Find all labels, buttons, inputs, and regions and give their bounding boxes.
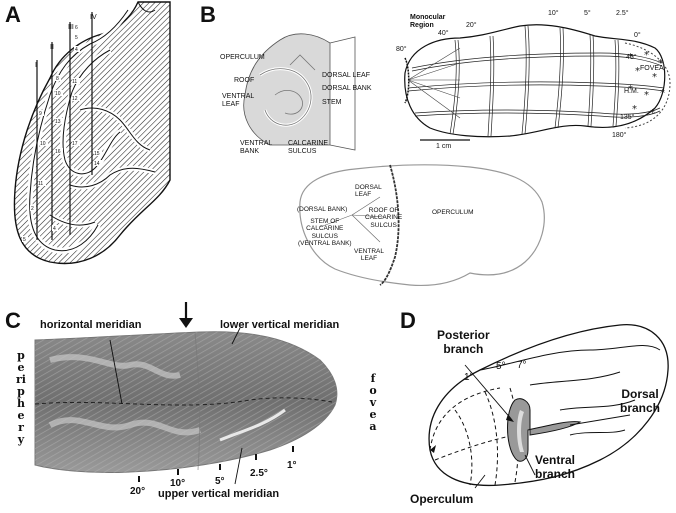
b-calcarine-sulcus-label: CALCARINE SULCUS bbox=[288, 140, 329, 155]
c-periphery-label: periphery bbox=[16, 349, 26, 446]
b-deg-45: 45° bbox=[626, 54, 637, 61]
c-lower-vertical-meridian-label: lower vertical meridian bbox=[220, 319, 340, 331]
svg-text:6: 6 bbox=[75, 25, 78, 31]
svg-text:12: 12 bbox=[72, 96, 78, 102]
c-deg-2-5: 2.5° bbox=[250, 468, 268, 479]
c-deg-1: 1° bbox=[287, 460, 297, 471]
d-operculum-label: Operculum bbox=[410, 492, 474, 506]
b-scale-label: 1 cm bbox=[436, 143, 452, 150]
b-deg-80: 80° bbox=[396, 46, 407, 53]
b-dorsal-bank-label: DORSAL BANK bbox=[322, 85, 372, 92]
d-dorsal-branch-label: Dorsal branch bbox=[620, 387, 661, 415]
b-ventral-leaf-label: VENTRAL LEAF bbox=[222, 93, 255, 108]
svg-text:*: * bbox=[650, 108, 655, 119]
svg-text:11: 11 bbox=[72, 79, 77, 85]
panel-b-flatmap-grid: *** *** *** * bbox=[404, 24, 671, 141]
panel-d-letter: D bbox=[400, 308, 416, 333]
svg-text:*: * bbox=[644, 50, 649, 61]
svg-text:*: * bbox=[628, 52, 633, 63]
d-deg-5: 5° bbox=[496, 361, 506, 372]
b-deg-10: 10° bbox=[548, 10, 559, 17]
c-fovea-label: fovea bbox=[369, 372, 377, 433]
d-ventral-branch-label: Ventral branch bbox=[535, 453, 576, 481]
panel-a-cortex-section: 6 5 4 8 10 11 12 9 13 10 16 17 15 14 11 … bbox=[13, 1, 171, 265]
svg-text:4: 4 bbox=[53, 226, 56, 232]
d-deg-7: 7° bbox=[517, 360, 527, 371]
b-ventral-bank-label: VENTRAL BANK bbox=[240, 140, 273, 155]
svg-text:*: * bbox=[628, 84, 633, 95]
svg-text:*: * bbox=[658, 58, 663, 69]
c-deg-10: 10° bbox=[170, 478, 186, 489]
svg-text:*: * bbox=[635, 66, 640, 77]
panel-d-hemisphere-drawing bbox=[428, 324, 669, 489]
c-horizontal-meridian-label: horizontal meridian bbox=[40, 319, 142, 331]
svg-text:*: * bbox=[632, 104, 637, 115]
track-label-iii: III bbox=[68, 24, 74, 31]
svg-text:2: 2 bbox=[31, 206, 34, 212]
c-upper-vertical-meridian-label: upper vertical meridian bbox=[158, 488, 280, 500]
b-flat-ventral-leaf: VENTRAL LEAF bbox=[354, 248, 384, 263]
svg-text:17: 17 bbox=[72, 141, 78, 147]
svg-text:15: 15 bbox=[94, 151, 100, 157]
svg-text:9: 9 bbox=[39, 111, 42, 117]
svg-text:10: 10 bbox=[40, 141, 46, 147]
track-label-iv: IV bbox=[90, 14, 97, 21]
b-operculum-label: OPERCULUM bbox=[220, 54, 265, 61]
b-monocular-label: Monocular Region bbox=[410, 14, 446, 29]
c-deg-20: 20° bbox=[130, 486, 146, 497]
b-deg-180: 180° bbox=[612, 132, 627, 139]
b-deg-2-5: 2.5° bbox=[616, 10, 629, 17]
panel-c-letter: C bbox=[5, 308, 21, 333]
b-flat-dorsal-bank: (DORSAL BANK) bbox=[297, 206, 348, 213]
svg-text:8: 8 bbox=[56, 76, 59, 82]
b-deg-20: 20° bbox=[466, 22, 477, 29]
b-stem-label: STEM bbox=[322, 99, 342, 106]
b-deg-135: 135° bbox=[620, 114, 635, 121]
track-label-i: I bbox=[35, 62, 37, 69]
b-deg-40: 40° bbox=[438, 30, 449, 37]
svg-text:*: * bbox=[644, 90, 649, 101]
svg-text:5: 5 bbox=[75, 35, 78, 41]
d-deg-1: 1° bbox=[464, 372, 474, 383]
b-hm-label: H.M. bbox=[624, 88, 639, 95]
track-label-ii: II bbox=[50, 44, 54, 51]
panel-c-flatmount-photo bbox=[34, 302, 338, 485]
svg-text:*: * bbox=[652, 72, 657, 83]
panel-b-section-sketch bbox=[243, 33, 356, 151]
svg-text:*: * bbox=[660, 88, 665, 99]
svg-text:4: 4 bbox=[75, 47, 78, 53]
b-roof-label: ROOF bbox=[234, 77, 255, 84]
b-flat-stem: STEM OF CALCARINE SULCUS (VENTRAL BANK) bbox=[298, 218, 352, 248]
svg-text:10: 10 bbox=[55, 91, 61, 97]
d-posterior-branch-label: Posterior branch bbox=[437, 328, 490, 356]
svg-text:5: 5 bbox=[23, 237, 26, 243]
b-flat-operculum: OPERCULUM bbox=[432, 209, 474, 216]
b-flat-dorsal-leaf: DORSAL LEAF bbox=[355, 184, 382, 199]
b-fovea-label: FOVEA bbox=[640, 65, 664, 72]
panel-b-flat-outline bbox=[299, 164, 545, 287]
svg-text:16: 16 bbox=[55, 149, 61, 155]
svg-text:14: 14 bbox=[94, 161, 100, 167]
b-deg-5: 5° bbox=[584, 10, 591, 17]
c-deg-5: 5° bbox=[215, 476, 225, 487]
b-flat-roof: ROOF OF CALCARINE SULCUS bbox=[365, 207, 403, 229]
b-deg-0: 0° bbox=[634, 32, 641, 39]
panel-b-letter: B bbox=[200, 2, 216, 27]
panel-a-letter: A bbox=[5, 2, 21, 27]
svg-text:13: 13 bbox=[55, 119, 61, 125]
svg-text:11: 11 bbox=[38, 181, 43, 187]
b-dorsal-leaf-label: DORSAL LEAF bbox=[322, 72, 370, 79]
